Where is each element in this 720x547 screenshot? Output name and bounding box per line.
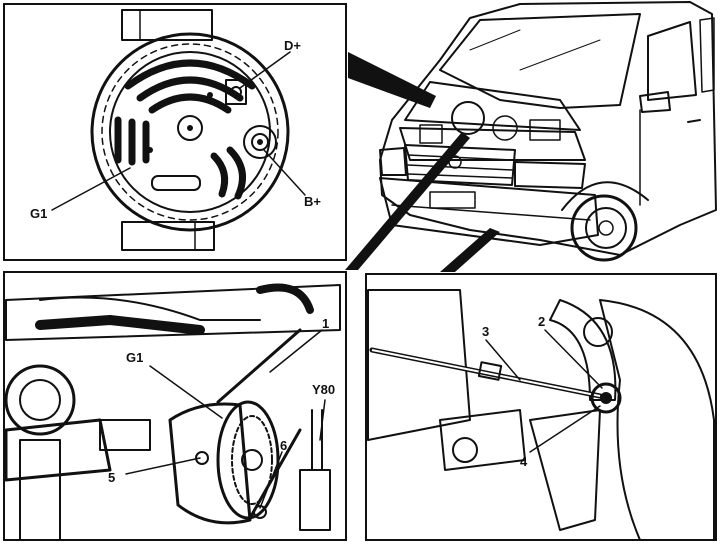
label-2: 2 bbox=[538, 314, 545, 329]
pointer-wedge-lower-left bbox=[345, 132, 470, 270]
panel-alternator-closeup: D+ B+ G1 bbox=[3, 3, 347, 261]
label-y80: Y80 bbox=[312, 382, 335, 397]
pointer-wedge-lower-right bbox=[440, 228, 500, 272]
pointer-wedge-upper bbox=[348, 52, 436, 108]
panel-linkage-detail: 3 2 4 bbox=[365, 273, 717, 541]
alternator-g1 bbox=[168, 400, 280, 525]
label-g1-closeup: G1 bbox=[30, 206, 47, 221]
label-1-engine: 1 bbox=[322, 316, 329, 331]
van-illustration bbox=[379, 1, 717, 262]
label-4: 4 bbox=[520, 454, 528, 469]
label-5: 5 bbox=[108, 470, 115, 485]
label-b-plus: B+ bbox=[304, 194, 321, 209]
label-g1-engine: G1 bbox=[126, 350, 143, 365]
panel-engine-bay: 1 G1 Y80 6 5 bbox=[3, 271, 347, 541]
label-3: 3 bbox=[482, 324, 489, 339]
label-d-plus: D+ bbox=[284, 38, 301, 53]
label-6: 6 bbox=[280, 438, 287, 453]
